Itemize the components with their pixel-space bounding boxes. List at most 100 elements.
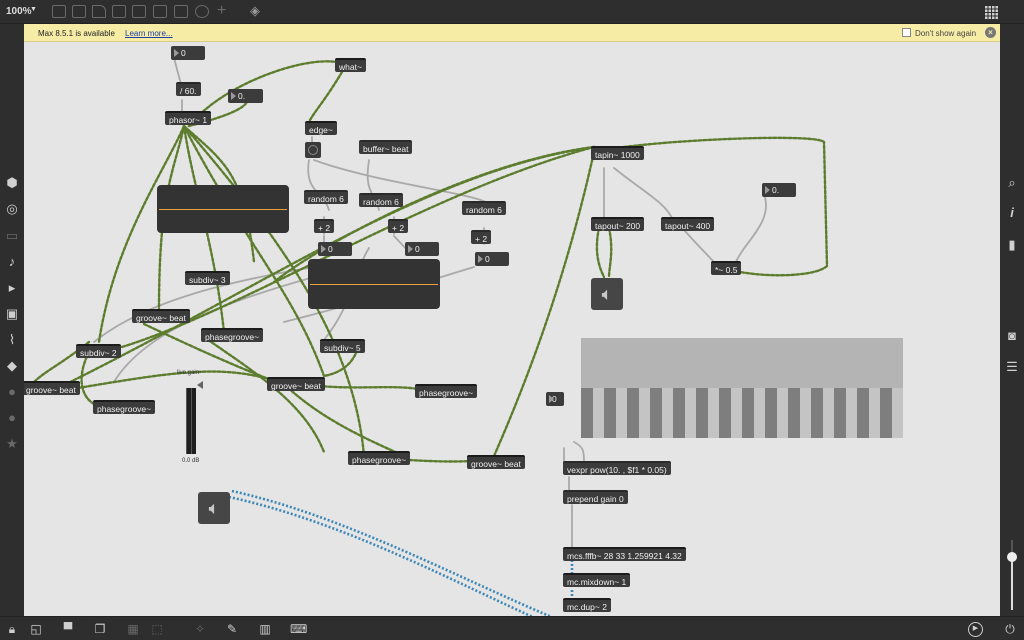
magic-wand-icon[interactable]: ✧: [194, 622, 206, 636]
multislider-bar[interactable]: [673, 388, 685, 438]
multislider-bar[interactable]: [730, 388, 742, 438]
close-banner-icon[interactable]: ×: [985, 27, 996, 38]
zoom-menu[interactable]: 100%: [6, 6, 32, 17]
subdiv-3-object[interactable]: subdiv~ 3: [185, 271, 230, 285]
piano-icon[interactable]: ▥: [259, 622, 271, 636]
paint-icon[interactable]: ◈: [250, 3, 260, 18]
mc-dup-object[interactable]: mc.dup~ 2: [563, 598, 611, 612]
image-icon[interactable]: ▣: [5, 306, 19, 321]
lock-view-icon[interactable]: [52, 5, 66, 18]
phasegroove-object-3[interactable]: phasegroove~: [415, 384, 478, 398]
div-60-object[interactable]: / 60.: [176, 82, 201, 96]
presentation-mode-icon[interactable]: ◱: [30, 622, 42, 636]
audio-play-icon[interactable]: ▶: [968, 622, 983, 637]
mc-mixdown-object[interactable]: mc.mixdown~ 1: [563, 573, 631, 587]
multislider-bar[interactable]: [868, 388, 880, 438]
groove-object-3[interactable]: groove~ beat: [267, 377, 325, 391]
prepend-gain-object[interactable]: prepend gain 0: [563, 490, 628, 504]
search-icon[interactable]: ⌕: [1008, 175, 1016, 190]
tapout-400-object[interactable]: tapout~ 400: [661, 217, 715, 231]
grid-icon[interactable]: [984, 5, 998, 19]
random-6-object-c[interactable]: random 6: [462, 201, 506, 215]
multislider-bar[interactable]: [742, 388, 754, 438]
multislider-bar[interactable]: [753, 388, 765, 438]
number-box-r2[interactable]: 0: [405, 242, 439, 256]
book-icon[interactable]: ▮: [1008, 237, 1016, 252]
groove-object-2[interactable]: groove~ beat: [24, 381, 80, 395]
multislider-bar[interactable]: [719, 388, 731, 438]
random-6-object-b[interactable]: random 6: [359, 193, 403, 207]
tapout-200-object[interactable]: tapout~ 200: [591, 217, 645, 231]
cube-icon[interactable]: ⬢: [6, 175, 18, 190]
mcs-fffb-object[interactable]: mcs.fffb~ 28 33 1.259921 4.32: [563, 547, 686, 561]
dial-icon[interactable]: [195, 5, 209, 18]
plus-2-object-c[interactable]: + 2: [471, 230, 492, 244]
groove-object-1[interactable]: groove~ beat: [132, 309, 190, 323]
lock-icon[interactable]: 🔒︎: [8, 622, 16, 636]
number-icon[interactable]: [174, 5, 188, 18]
multislider-bar[interactable]: [857, 388, 869, 438]
subdiv-2-object[interactable]: subdiv~ 2: [76, 344, 121, 358]
eq-multislider[interactable]: [581, 338, 903, 438]
multislider-bar[interactable]: [799, 388, 811, 438]
paperclip-icon[interactable]: ⌇: [8, 332, 16, 347]
camera-icon[interactable]: ◙: [1008, 328, 1016, 343]
grid-snap-icon[interactable]: ▦: [127, 622, 139, 636]
groove-object-4[interactable]: groove~ beat: [467, 455, 525, 469]
multislider-bar[interactable]: [845, 388, 857, 438]
plus-2-object-b[interactable]: + 2: [388, 219, 409, 233]
object-icon[interactable]: [132, 5, 146, 18]
add-object-icon[interactable]: +: [217, 2, 227, 19]
multislider-bar[interactable]: [627, 388, 639, 438]
number-box-r3[interactable]: 0: [475, 252, 509, 266]
phasegroove-object-1[interactable]: phasegroove~: [201, 328, 264, 342]
number-box-ms[interactable]: 0: [546, 392, 564, 406]
master-gain-knob[interactable]: [1007, 552, 1017, 562]
star-icon[interactable]: ★: [6, 436, 18, 451]
multislider-bar[interactable]: [661, 388, 673, 438]
bang-button[interactable]: [305, 142, 321, 158]
multislider-bar[interactable]: [891, 388, 903, 438]
multislider-bar[interactable]: [615, 388, 627, 438]
number-box-div[interactable]: 0.: [228, 89, 263, 103]
tapin-object[interactable]: tapin~ 1000: [591, 146, 644, 160]
phasor-object[interactable]: phasor~ 1: [165, 111, 212, 125]
patcher-canvas[interactable]: 0 / 60. 0. phasor~ 1 what~ edge~ buffer~…: [24, 42, 1000, 616]
dont-show-checkbox[interactable]: [902, 28, 911, 37]
live-gain-meter[interactable]: [186, 388, 196, 454]
message-icon[interactable]: [153, 5, 167, 18]
master-gain-slider[interactable]: [1007, 540, 1017, 610]
number-box-top[interactable]: 0: [171, 46, 205, 60]
plugin-icon[interactable]: ◆: [7, 358, 17, 373]
target-icon[interactable]: ◎: [6, 201, 18, 216]
number-box-r1[interactable]: 0: [318, 242, 352, 256]
multislider-bar[interactable]: [765, 388, 777, 438]
multislider-bar[interactable]: [834, 388, 846, 438]
times-0-5-object[interactable]: *~ 0.5: [711, 261, 742, 275]
buffer-object[interactable]: buffer~ beat: [359, 140, 413, 154]
wrench-icon[interactable]: ✎: [226, 622, 238, 636]
multislider-bar[interactable]: [880, 388, 892, 438]
multislider-bar[interactable]: [592, 388, 604, 438]
multislider-bar[interactable]: [707, 388, 719, 438]
vexpr-object[interactable]: vexpr pow(10. , $f1 * 0.05): [563, 461, 671, 475]
learn-more-link[interactable]: Learn more...: [125, 29, 173, 38]
edge-object[interactable]: edge~: [305, 121, 337, 135]
multislider-bar[interactable]: [822, 388, 834, 438]
speaker-icon-right[interactable]: 🔈︎: [591, 278, 623, 310]
layers-icon[interactable]: ⬚: [151, 622, 163, 636]
clip-icon[interactable]: ▭: [5, 228, 19, 243]
speaker-icon-left[interactable]: 🔈︎: [198, 492, 230, 524]
what-object[interactable]: what~: [335, 58, 366, 72]
multislider-bar[interactable]: [696, 388, 708, 438]
note-icon[interactable]: ♪: [8, 254, 16, 269]
multislider-bar[interactable]: [604, 388, 616, 438]
number-box-tap[interactable]: 0.: [762, 183, 796, 197]
sliders-icon[interactable]: ☰: [1006, 359, 1018, 374]
window-icon[interactable]: ❐: [94, 622, 106, 636]
power-icon[interactable]: ⏻: [1005, 622, 1015, 636]
subdiv-5-object[interactable]: subdiv~ 5: [320, 339, 365, 353]
dollar-icon[interactable]: ●: [8, 410, 16, 425]
keyboard-icon[interactable]: ⌨︎: [290, 622, 308, 636]
comment-icon[interactable]: [92, 5, 106, 18]
